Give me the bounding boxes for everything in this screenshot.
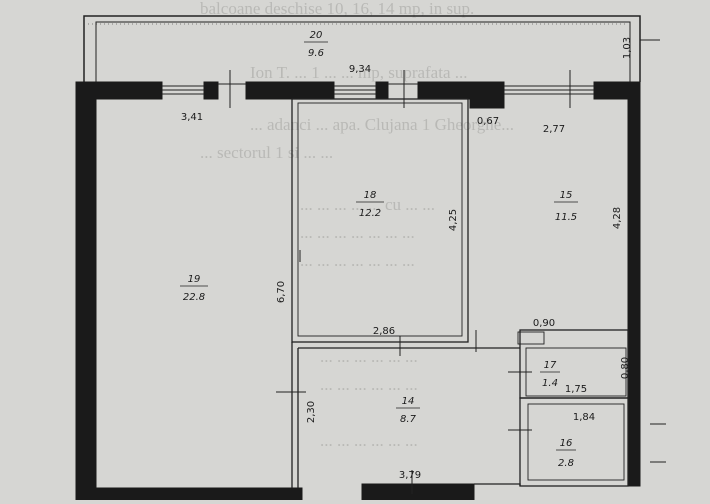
background-text-line: ... ... ... ... ... ... ... <box>300 251 415 270</box>
dim-kitchen-notch: 0,67 <box>477 116 499 127</box>
room-number-living: 19 <box>188 274 201 285</box>
ventilation-duct <box>517 331 545 345</box>
wall-segment <box>417 81 505 100</box>
bedroom-partition-inner <box>297 102 463 337</box>
dim-toilet-depth: 0,80 <box>620 357 631 379</box>
hall-partition <box>291 342 299 488</box>
dim-toilet-width: 1,75 <box>565 384 587 395</box>
bottom-partition <box>474 483 521 486</box>
wall-right <box>627 81 641 487</box>
background-text-line: ... ... ... ... ... cu ... ... <box>300 195 435 214</box>
room-number-toilet: 17 <box>544 360 557 371</box>
room-area-hall: 8.7 <box>400 414 417 425</box>
background-text-line: ... ... ... ... ... ... <box>320 431 418 450</box>
dim-kitchen-depth: 4,28 <box>612 207 623 229</box>
dim-duct-width: 0,90 <box>533 318 555 329</box>
bath-inner <box>527 403 625 481</box>
dim-bedroom-depth: 4,25 <box>448 209 459 231</box>
windows <box>162 83 594 95</box>
dim-living-width: 3,41 <box>181 112 203 123</box>
dim-balcony-width: 9,34 <box>349 64 371 75</box>
room-number-bedroom: 18 <box>364 190 377 201</box>
background-text-line: ... adanci ... apa. Clujana 1 Gheorghe..… <box>250 115 514 134</box>
room-area-bedroom: 12.2 <box>359 208 381 219</box>
room-area-toilet: 1.4 <box>542 378 558 389</box>
room-area-kitchen: 11.5 <box>555 212 577 223</box>
partitions <box>291 98 629 488</box>
dimension-labels: 9,34 1,03 3,41 6,70 4,25 2,86 0,67 2,77 … <box>181 37 639 481</box>
room-number-kitchen: 15 <box>560 190 573 201</box>
dim-living-depth: 6,70 <box>276 281 287 303</box>
wall-bottom <box>361 483 475 501</box>
background-text-line: ... sectorul 1 si ... ... <box>200 143 333 162</box>
wall-left <box>75 81 97 497</box>
dimension-ticks <box>229 39 666 494</box>
window-bedroom <box>334 85 376 95</box>
walls <box>75 81 641 501</box>
dim-hall-width: 3,79 <box>399 470 421 481</box>
background-text-line: Ion T. ... 1 ... ... mp, suprafata ... <box>250 63 468 82</box>
room-area-living: 22.8 <box>183 292 205 303</box>
balcony-outline <box>83 15 641 82</box>
dim-balcony-depth: 1,03 <box>622 37 633 59</box>
bedroom-partition <box>291 98 469 343</box>
room-area-bathroom: 2.8 <box>558 458 574 469</box>
dim-bath-depth: 1,53 <box>628 433 639 455</box>
window-kitchen <box>504 85 594 95</box>
dim-hall-depth: 2,30 <box>306 401 317 423</box>
background-text-layer: balcoane deschise 10, 16, 14 mp, in sup.… <box>200 0 514 450</box>
room-area-balcony: 9.6 <box>308 48 324 59</box>
background-text-line: balcoane deschise 10, 16, 14 mp, in sup. <box>200 0 474 18</box>
room-number-hall: 14 <box>402 396 415 407</box>
background-text-line: ... ... ... ... ... ... <box>320 375 418 394</box>
background-text-line: ... ... ... ... ... ... <box>320 347 418 366</box>
dim-bath-width: 1,84 <box>573 412 595 423</box>
wall-segment <box>203 81 219 100</box>
wall-notch <box>469 97 505 109</box>
wall-bottom <box>75 487 303 501</box>
window-living <box>162 85 204 95</box>
room-number-bathroom: 16 <box>560 438 573 449</box>
bath-partition <box>519 397 629 487</box>
wall-segment <box>375 81 389 100</box>
room-number-balcony: 20 <box>310 30 323 41</box>
room-labels: 20 9.6 19 22.8 18 12.2 15 11.5 14 8.7 17… <box>180 30 578 469</box>
dim-kitchen-width: 2,77 <box>543 124 565 135</box>
background-text-line: ... ... ... ... ... ... ... <box>300 223 415 242</box>
wall-segment <box>245 81 335 100</box>
dim-bedroom-width: 2,86 <box>373 326 395 337</box>
